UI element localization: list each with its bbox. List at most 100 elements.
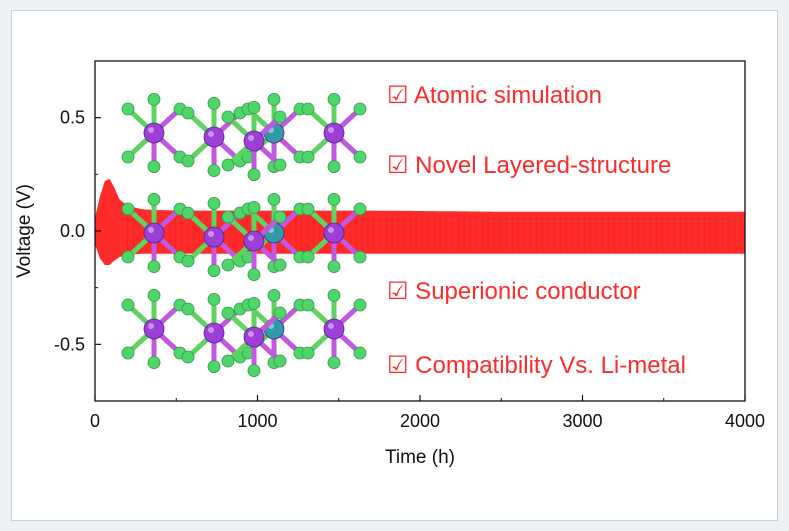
halide-atom xyxy=(327,289,341,302)
halide-atom xyxy=(327,356,341,369)
halide-atom xyxy=(247,100,261,114)
halide-atom xyxy=(247,268,261,281)
annotation-2: ☑ Novel Layered-structure xyxy=(387,152,671,179)
x-tick-label: 3000 xyxy=(562,411,602,431)
halide-atom xyxy=(353,150,367,164)
halide-atom xyxy=(221,306,235,320)
halide-atom xyxy=(247,296,261,310)
halide-atom xyxy=(121,250,135,264)
annotation-1: ☑ Atomic simulation xyxy=(387,82,602,109)
atom-highlight xyxy=(208,131,214,137)
halide-atom xyxy=(221,354,235,368)
halide-atom xyxy=(121,346,135,360)
atom-highlight xyxy=(248,135,254,141)
metal-atom xyxy=(203,126,225,148)
metal-atom xyxy=(143,222,165,244)
y-tick-label: 0.0 xyxy=(60,221,85,241)
metal-atom xyxy=(323,318,345,340)
atom-highlight xyxy=(328,323,334,329)
metal-atom xyxy=(323,222,345,244)
halide-atom xyxy=(207,264,221,277)
atom-highlight xyxy=(208,231,214,237)
halide-atom xyxy=(181,350,195,364)
halide-atom xyxy=(267,289,281,302)
halide-atom xyxy=(353,202,367,216)
structure-layer xyxy=(121,93,367,377)
crystal-structure-icon xyxy=(121,93,367,181)
voltage-signal-band xyxy=(95,179,745,265)
halide-atom xyxy=(147,289,161,302)
halide-atom xyxy=(301,346,315,360)
metal-atom xyxy=(323,122,345,144)
signal-layer xyxy=(95,179,745,265)
halide-atom xyxy=(121,102,135,116)
annotation-layer: ☑ Atomic simulation ☑ Novel Layered-struc… xyxy=(387,82,686,379)
x-tick-label: 0 xyxy=(90,411,100,431)
crystal-structure-icon xyxy=(121,193,367,281)
halide-atom xyxy=(327,160,341,173)
halide-atom xyxy=(147,160,161,173)
halide-atom xyxy=(273,210,287,224)
halide-atom xyxy=(207,164,221,177)
halide-atom xyxy=(327,193,341,206)
halide-atom xyxy=(181,106,195,120)
halide-atom xyxy=(207,197,221,210)
atom-highlight xyxy=(248,235,254,241)
halide-atom xyxy=(267,193,281,206)
halide-atom xyxy=(267,93,281,106)
halide-atom xyxy=(121,150,135,164)
x-axis-label: Time (h) xyxy=(385,447,455,468)
halide-atom xyxy=(301,150,315,164)
metal-atom xyxy=(243,326,265,348)
halide-atom xyxy=(273,354,287,368)
annotation-4: ☑ Compatibility Vs. Li-metal xyxy=(387,352,686,379)
halide-atom xyxy=(181,154,195,168)
atom-highlight xyxy=(328,127,334,133)
halide-atom xyxy=(301,102,315,116)
halide-atom xyxy=(301,202,315,216)
halide-atom xyxy=(147,260,161,273)
halide-atom xyxy=(181,206,195,220)
atom-highlight xyxy=(148,127,154,133)
metal-atom xyxy=(203,226,225,248)
halide-atom xyxy=(207,360,221,373)
halide-atom xyxy=(353,102,367,116)
y-tick-label: 0.5 xyxy=(60,108,85,128)
y-tick-label: -0.5 xyxy=(54,334,85,354)
x-tick-label: 2000 xyxy=(400,411,440,431)
halide-atom xyxy=(327,93,341,106)
halide-atom xyxy=(247,200,261,214)
atom-highlight xyxy=(208,327,214,333)
halide-atom xyxy=(247,168,261,181)
halide-atom xyxy=(221,210,235,224)
halide-atom xyxy=(221,158,235,172)
halide-atom xyxy=(207,293,221,306)
metal-atom xyxy=(203,322,225,344)
halide-atom xyxy=(121,298,135,312)
atom-highlight xyxy=(148,323,154,329)
crystal-structure-icon xyxy=(121,289,367,377)
halide-atom xyxy=(121,202,135,216)
y-axis-label: Voltage (V) xyxy=(14,184,35,278)
halide-atom xyxy=(247,364,261,377)
annotation-3: ☑ Superionic conductor xyxy=(387,278,641,305)
halide-atom xyxy=(221,258,235,272)
atom-highlight xyxy=(248,331,254,337)
atom-highlight xyxy=(328,227,334,233)
x-tick-label: 4000 xyxy=(725,411,765,431)
halide-atom xyxy=(207,97,221,110)
halide-atom xyxy=(273,110,287,124)
halide-atom xyxy=(327,260,341,273)
metal-atom xyxy=(143,122,165,144)
halide-atom xyxy=(273,258,287,272)
halide-atom xyxy=(181,302,195,316)
halide-atom xyxy=(301,250,315,264)
metal-atom xyxy=(243,230,265,252)
halide-atom xyxy=(353,346,367,360)
halide-atom xyxy=(273,158,287,172)
metal-atom xyxy=(243,130,265,152)
metal-atom xyxy=(143,318,165,340)
halide-atom xyxy=(147,193,161,206)
